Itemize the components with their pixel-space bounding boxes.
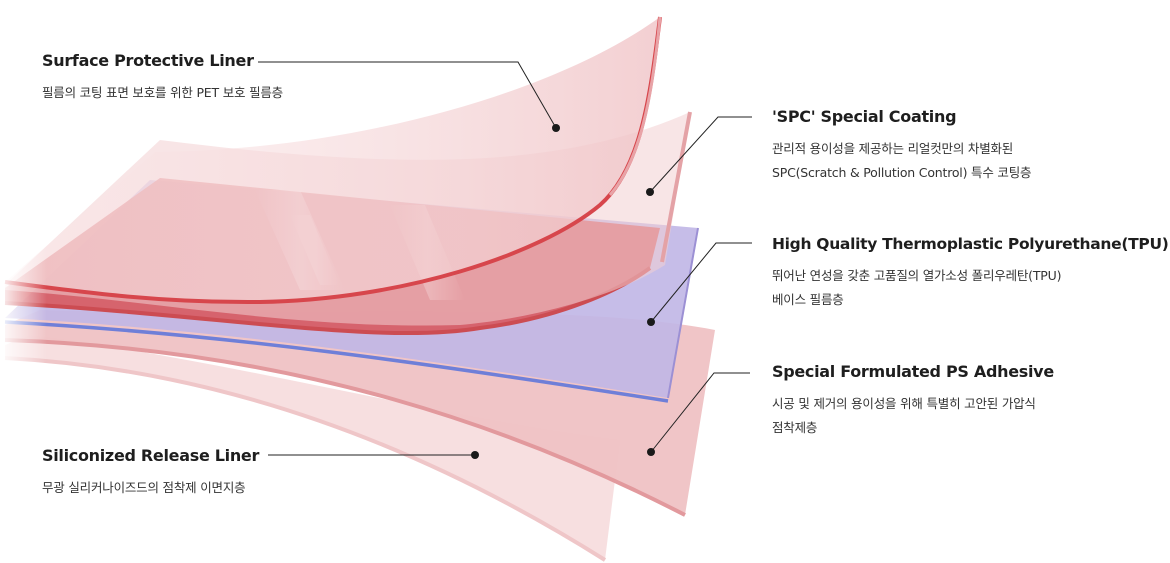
surface-liner-edge-light [608, 16, 662, 196]
spc-coating-title: 'SPC' Special Coating [772, 107, 957, 126]
adhesive-desc: 시공 및 제거의 용이성을 위해 특별히 고안된 가압식 점착제층 [772, 396, 1036, 435]
leader-dot-adhesive [647, 448, 655, 456]
leader-dot-tpu [647, 318, 655, 326]
spc-coating-label: 'SPC' Special Coating 관리적 용이성을 제공하는 리얼컷만… [772, 107, 1032, 185]
release-liner-desc: 무광 실리커나이즈드의 점착제 이면지층 [42, 480, 246, 495]
tpu-desc: 뛰어난 연성을 갖춘 고품질의 열가소성 폴리우레탄(TPU) 베이스 필름층 [772, 268, 1062, 307]
tpu-side-edge [667, 227, 699, 399]
spc-curl-edge [660, 111, 692, 263]
leader-line-spc [649, 116, 752, 193]
adhesive-title: Special Formulated PS Adhesive [772, 362, 1054, 381]
surface-liner-desc: 필름의 코팅 표면 보호를 위한 PET 보호 필름층 [42, 85, 283, 100]
leader-line-tpu [650, 242, 752, 323]
release-liner-title: Siliconized Release Liner [42, 446, 260, 465]
leader-dot-release [471, 451, 479, 459]
surface-liner-label: Surface Protective Liner 필름의 코팅 표면 보호를 위… [42, 51, 283, 105]
leader-line-surface [258, 61, 557, 129]
leader-dot-spc [646, 188, 654, 196]
tpu-title: High Quality Thermoplastic Polyurethane(… [772, 235, 1169, 253]
tpu-label: High Quality Thermoplastic Polyurethane(… [772, 235, 1169, 312]
left-fade-overlay [0, 120, 260, 380]
release-liner-label: Siliconized Release Liner 무광 실리커나이즈드의 점착… [42, 446, 259, 500]
adhesive-label: Special Formulated PS Adhesive 시공 및 제거의 … [772, 362, 1054, 440]
surface-liner-title: Surface Protective Liner [42, 51, 254, 70]
leader-dot-surface [552, 124, 560, 132]
spc-coating-desc: 관리적 용이성을 제공하는 리얼컷만의 차별화된 SPC(Scratch & P… [772, 141, 1032, 180]
leader-line-adhesive [650, 372, 750, 453]
